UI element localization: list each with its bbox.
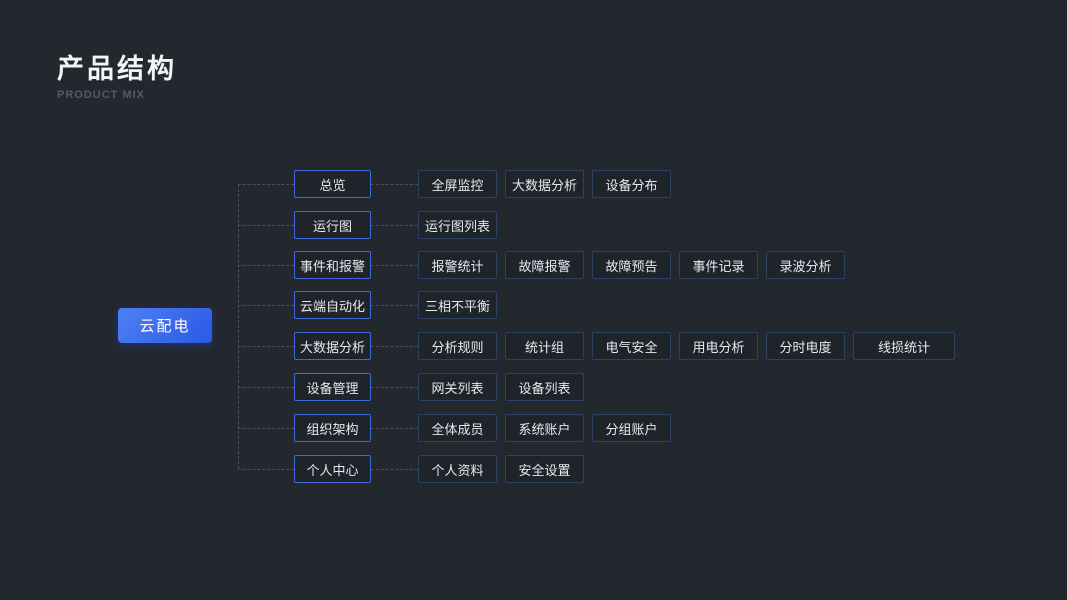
branch-child-connector (371, 428, 418, 429)
leaf-node: 用电分析 (679, 332, 758, 360)
trunk-branch-connector (238, 225, 294, 226)
leaf-node: 安全设置 (505, 455, 584, 483)
branch-child-connector (371, 225, 418, 226)
branch-node: 总览 (294, 170, 371, 198)
leaf-node: 分析规则 (418, 332, 497, 360)
branch-child-connector (371, 305, 418, 306)
leaf-node: 报警统计 (418, 251, 497, 279)
leaf-node: 全体成员 (418, 414, 497, 442)
leaf-node: 三相不平衡 (418, 291, 497, 319)
leaf-node: 全屏监控 (418, 170, 497, 198)
page-subtitle: PRODUCT MIX (57, 88, 145, 101)
branch-child-connector (371, 346, 418, 347)
leaf-node: 大数据分析 (505, 170, 584, 198)
branch-child-connector (371, 469, 418, 470)
leaf-node: 设备分布 (592, 170, 671, 198)
leaf-node: 故障预告 (592, 251, 671, 279)
branch-node: 云端自动化 (294, 291, 371, 319)
trunk-branch-connector (238, 346, 294, 347)
leaf-node: 运行图列表 (418, 211, 497, 239)
trunk-branch-connector (238, 305, 294, 306)
root-node: 云配电 (118, 308, 212, 343)
leaf-node: 统计组 (505, 332, 584, 360)
leaf-node: 线损统计 (853, 332, 955, 360)
branch-child-connector (371, 184, 418, 185)
trunk-branch-connector (238, 428, 294, 429)
leaf-node: 事件记录 (679, 251, 758, 279)
trunk-branch-connector (238, 184, 294, 185)
leaf-node: 录波分析 (766, 251, 845, 279)
trunk-branch-connector (238, 387, 294, 388)
leaf-node: 设备列表 (505, 373, 584, 401)
leaf-node: 网关列表 (418, 373, 497, 401)
leaf-node: 分时电度 (766, 332, 845, 360)
leaf-node: 系统账户 (505, 414, 584, 442)
trunk-branch-connector (238, 469, 294, 470)
branch-node: 组织架构 (294, 414, 371, 442)
branch-node: 运行图 (294, 211, 371, 239)
branch-node: 事件和报警 (294, 251, 371, 279)
branch-node: 大数据分析 (294, 332, 371, 360)
trunk-branch-connector (238, 265, 294, 266)
leaf-node: 故障报警 (505, 251, 584, 279)
branch-child-connector (371, 265, 418, 266)
page-title: 产品结构 (57, 54, 177, 84)
leaf-node: 分组账户 (592, 414, 671, 442)
leaf-node: 个人资料 (418, 455, 497, 483)
branch-node: 设备管理 (294, 373, 371, 401)
branch-node: 个人中心 (294, 455, 371, 483)
leaf-node: 电气安全 (592, 332, 671, 360)
page-header: 产品结构 PRODUCT MIX (57, 54, 177, 101)
trunk-line (238, 184, 239, 469)
branch-child-connector (371, 387, 418, 388)
